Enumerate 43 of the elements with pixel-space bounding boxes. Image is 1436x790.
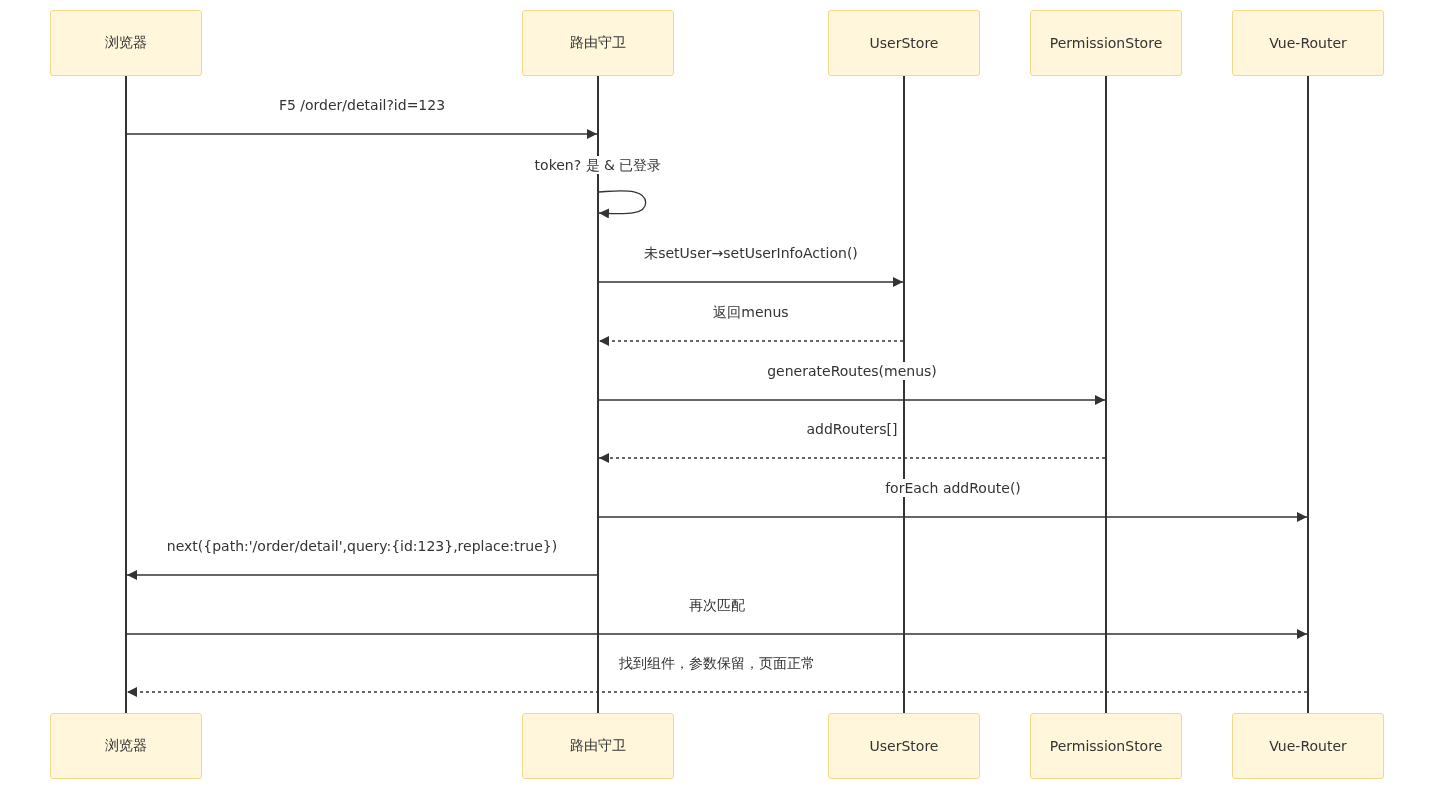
lifeline bbox=[903, 76, 905, 713]
lifeline bbox=[1105, 76, 1107, 713]
participant-box bbox=[1232, 10, 1384, 76]
participant-label: 路由守卫 bbox=[570, 737, 626, 755]
message-arrow bbox=[598, 336, 904, 346]
message-label: 找到组件，参数保留，页面正常 bbox=[617, 654, 817, 672]
participant-label: Vue-Router bbox=[1269, 35, 1347, 51]
participant-label: 浏览器 bbox=[105, 737, 147, 755]
participant-label: 浏览器 bbox=[105, 34, 147, 52]
message-arrow bbox=[126, 629, 1308, 639]
message-arrow bbox=[598, 512, 1308, 522]
participant-box bbox=[522, 713, 674, 779]
participant-box bbox=[828, 10, 980, 76]
lifeline bbox=[125, 76, 127, 713]
lifeline bbox=[597, 76, 599, 713]
lifeline bbox=[1307, 76, 1309, 713]
message-arrow bbox=[126, 570, 598, 580]
participant-label: PermissionStore bbox=[1049, 35, 1163, 51]
message-label: 未setUser→setUserInfoAction() bbox=[642, 244, 860, 262]
participant-box bbox=[1232, 713, 1384, 779]
participant-label: 路由守卫 bbox=[570, 34, 626, 52]
participant-box bbox=[522, 10, 674, 76]
message-arrow bbox=[598, 277, 904, 287]
participant-label: Vue-Router bbox=[1269, 738, 1347, 754]
participant-box bbox=[1030, 10, 1182, 76]
participant-box bbox=[50, 10, 202, 76]
participant-box bbox=[1030, 713, 1182, 779]
message-arrow bbox=[598, 395, 1106, 405]
participant-label: UserStore bbox=[869, 738, 939, 754]
participant-box bbox=[50, 713, 202, 779]
participant-box bbox=[828, 713, 980, 779]
message-label: generateRoutes(menus) bbox=[765, 362, 939, 380]
message-label: forEach addRoute() bbox=[883, 479, 1023, 497]
message-arrow bbox=[126, 687, 1308, 697]
message-arrow bbox=[598, 190, 647, 219]
message-arrow bbox=[126, 129, 598, 139]
message-label: token? 是 & 已登录 bbox=[532, 156, 664, 174]
message-label: 再次匹配 bbox=[687, 596, 747, 614]
message-arrow bbox=[598, 453, 1106, 463]
participant-label: UserStore bbox=[869, 35, 939, 51]
participant-label: PermissionStore bbox=[1049, 738, 1163, 754]
message-label: 返回menus bbox=[711, 303, 791, 321]
message-label: addRouters[] bbox=[804, 420, 900, 438]
